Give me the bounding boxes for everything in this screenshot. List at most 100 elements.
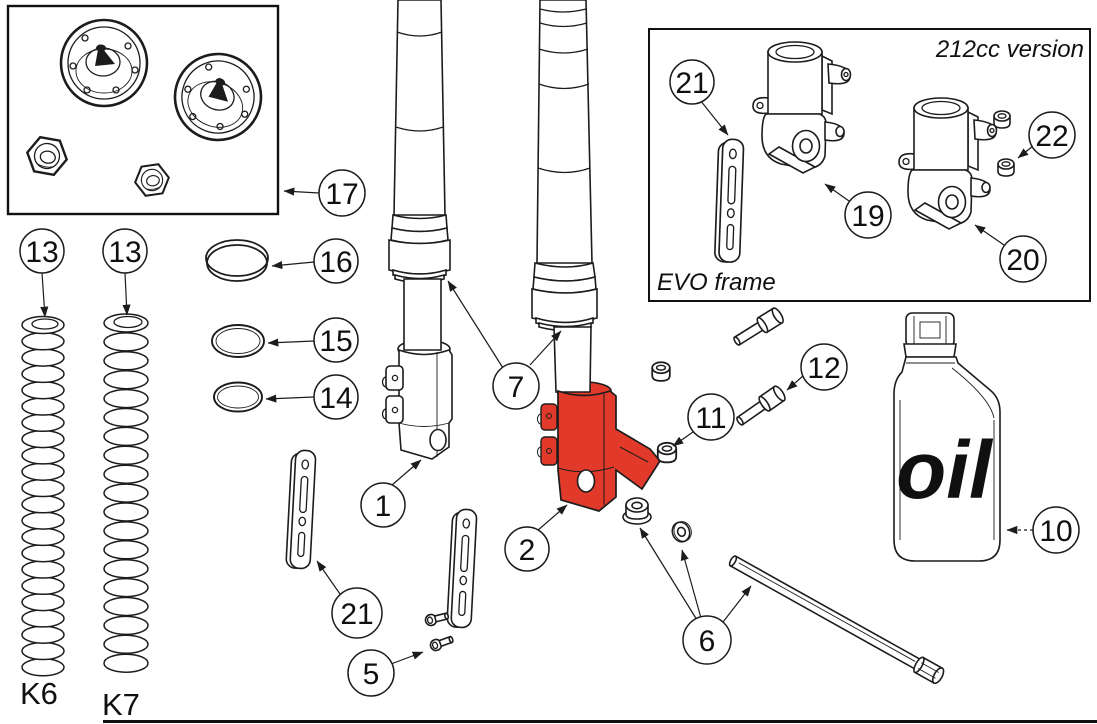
axle-washer	[671, 521, 692, 543]
svg-text:6: 6	[699, 625, 716, 658]
leader-arrow-1	[391, 459, 422, 486]
callout-19: 19	[844, 191, 892, 239]
svg-text:13: 13	[108, 236, 141, 269]
fork-bottom-2-highlighted	[537, 326, 662, 512]
fork-leg-right	[531, 0, 598, 332]
leader-arrow-6-washer	[680, 549, 702, 619]
fork-cap-right	[161, 40, 275, 154]
o-ring-14	[213, 381, 263, 413]
svg-text:5: 5	[363, 658, 380, 691]
mount-bracket-left	[285, 448, 317, 570]
callout-5: 5	[347, 649, 395, 697]
callout-21-main: 21	[331, 587, 383, 639]
leader-arrow-16	[271, 260, 315, 270]
svg-text:14: 14	[319, 382, 352, 415]
leader-arrow-21a	[316, 560, 341, 595]
callout-14: 14	[313, 374, 359, 420]
inset-fork-caps-box	[6, 4, 280, 216]
version-caption: 212cc version	[935, 36, 1084, 63]
axle-hole-1	[429, 428, 447, 452]
spring-k7	[103, 313, 149, 673]
mount-bracket-212	[713, 138, 745, 264]
callout-16: 16	[313, 238, 359, 284]
leader-arrow-11	[672, 431, 694, 447]
oil-bottle-label: oil	[896, 425, 994, 516]
leader-arrow-15	[267, 338, 315, 347]
right-lower-tube	[553, 326, 592, 393]
leader-arrow-13b	[122, 272, 131, 316]
fork-bottom-1	[381, 348, 453, 460]
oil-bottle-cap	[905, 312, 955, 348]
callout-1: 1	[360, 482, 406, 528]
inset-box-border	[6, 4, 280, 216]
spring-k6	[21, 315, 65, 677]
svg-text:2: 2	[519, 534, 536, 567]
svg-text:1: 1	[375, 490, 392, 523]
svg-text:21: 21	[675, 67, 708, 100]
svg-text:19: 19	[851, 200, 884, 233]
leader-arrows	[40, 99, 1034, 665]
callout-21-inset: 21	[669, 59, 715, 105]
callout-13-right: 13	[102, 228, 148, 274]
lock-nut-large	[23, 134, 71, 178]
leader-arrow-14	[265, 394, 315, 403]
socket-bolt-upper	[729, 305, 786, 351]
svg-text:21: 21	[340, 598, 373, 631]
oil-bottle-body	[893, 356, 1001, 562]
svg-text:7: 7	[508, 371, 525, 404]
left-lower-tube	[403, 278, 442, 351]
button-screw-upper	[423, 609, 451, 628]
inset-212-border	[648, 28, 1091, 302]
leader-arrow-13a	[40, 272, 49, 318]
fork-bottom-212-left	[752, 41, 852, 174]
callout-13-left: 13	[19, 228, 65, 274]
nut-22-lower	[997, 158, 1015, 177]
callout-17: 17	[318, 169, 366, 217]
callout-12: 12	[800, 343, 848, 391]
leader-arrow-21b	[699, 99, 729, 136]
spring-label-k6: K6	[20, 676, 58, 711]
leader-arrow-19	[824, 183, 850, 202]
fork-leg-left	[388, 0, 451, 359]
spacer-nut-upper	[651, 361, 671, 382]
callout-15: 15	[313, 317, 359, 363]
oil-bottle: oil	[893, 312, 1001, 562]
svg-text:12: 12	[807, 352, 840, 385]
leader-arrow-2	[536, 504, 568, 532]
svg-text:22: 22	[1035, 120, 1068, 153]
left-upper-tube	[393, 0, 446, 216]
callout-11: 11	[687, 393, 735, 441]
front-axle-bolt	[728, 555, 945, 685]
flanged-axle-nut	[622, 497, 652, 525]
leader-arrow-7-left	[447, 280, 504, 369]
callout-7: 7	[492, 362, 540, 410]
spring-label-k7: K7	[102, 687, 140, 722]
nut-22-upper	[993, 110, 1011, 129]
callout-20: 20	[999, 235, 1047, 283]
axle-hole-2	[576, 469, 596, 493]
leader-arrow-7-right	[529, 330, 562, 366]
fork-bottom-212-right	[898, 97, 998, 230]
seal-ring-15	[211, 324, 265, 358]
right-upper-tube	[536, 0, 593, 264]
callout-6: 6	[682, 615, 732, 665]
evo-frame-caption: EVO frame	[657, 269, 776, 296]
svg-text:10: 10	[1039, 515, 1072, 548]
retaining-ring-16	[205, 239, 269, 282]
button-screw-lower	[428, 633, 456, 653]
svg-text:17: 17	[325, 178, 358, 211]
leader-arrow-20	[974, 224, 1005, 246]
svg-text:20: 20	[1006, 244, 1039, 277]
right-slider-bell	[531, 287, 598, 324]
mount-bracket-right	[446, 507, 478, 629]
callout-22: 22	[1028, 111, 1076, 159]
leader-arrow-5	[390, 651, 424, 665]
lock-nut-small	[132, 162, 172, 198]
leader-arrow-12	[786, 375, 804, 391]
svg-text:13: 13	[25, 236, 58, 269]
leader-arrow-6-nut	[639, 527, 698, 621]
axle-clamp-body-2	[557, 389, 662, 512]
fork-cap-left	[59, 18, 149, 108]
